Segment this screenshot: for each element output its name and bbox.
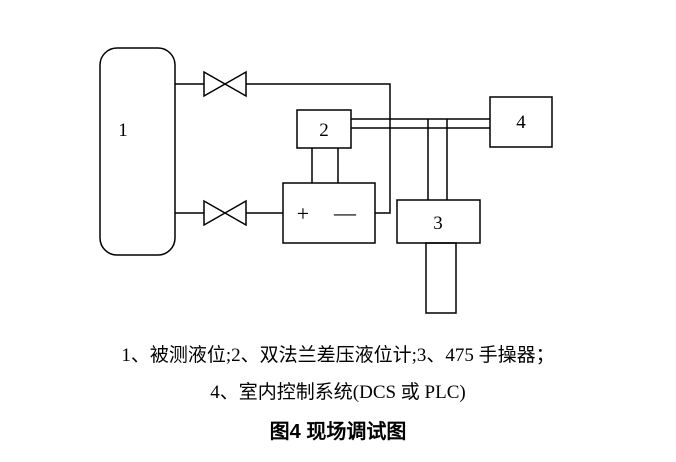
legend-line-2: 4、室内控制系统(DCS 或 PLC): [210, 382, 466, 403]
figure-caption: 1、被测液位;2、双法兰差压液位计;3、475 手操器； 4、室内控制系统(DC…: [0, 337, 676, 449]
control-system-label: 4: [516, 112, 526, 133]
tank-label: 1: [118, 120, 128, 141]
figure-title: 图4 现场调试图: [269, 421, 407, 443]
lower-valve-icon: [203, 199, 247, 227]
handheld-label: 3: [433, 213, 443, 234]
transmitter-label: 2: [319, 120, 329, 141]
handheld-stem: [425, 242, 457, 314]
top-pipe-segment-2: [246, 83, 391, 214]
tank-shape: [99, 47, 176, 256]
transmitter-box: [296, 109, 352, 149]
dp-cell-box: [282, 182, 376, 244]
minus-label: —: [333, 200, 357, 225]
legend-line-1: 1、被测液位;2、双法兰差压液位计;3、475 手操器；: [121, 345, 555, 366]
field-debug-diagram: 1 2 3 4 + —: [99, 47, 553, 314]
control-system-box: [489, 96, 553, 148]
upper-valve-icon: [203, 70, 247, 98]
plus-label: +: [297, 201, 309, 226]
